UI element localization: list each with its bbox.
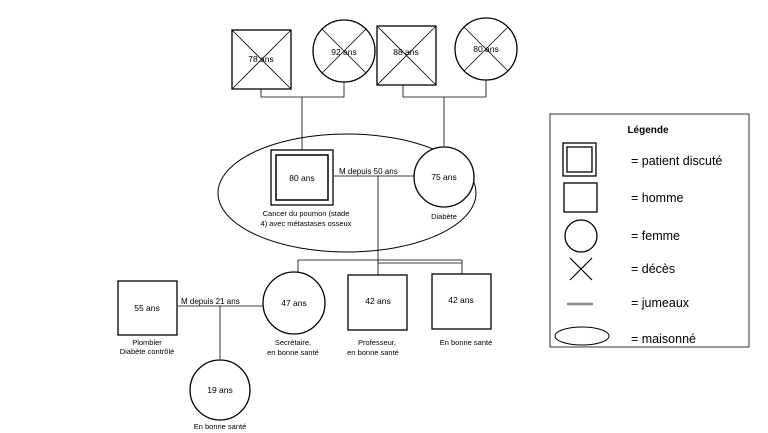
legend-deceased-icon [569, 257, 593, 281]
legend-male-icon [563, 182, 598, 213]
legend: Légende = patient discuté = homme = femm… [549, 113, 750, 348]
paternal-grandfather: 78 ans [231, 29, 292, 90]
son-in-law-symbol: 55 ans [117, 280, 178, 336]
legend-female-icon [564, 219, 598, 253]
son1-note-line1: Professeur, [358, 338, 396, 347]
daughter-age: 47 ans [281, 298, 307, 308]
paternal-grandmother-age: 92 ans [331, 47, 357, 57]
son1-note-line2: en bonne santé [347, 348, 399, 357]
legend-twins-label: = jumeaux [631, 296, 690, 310]
maternal-grandmother-age: 80 ans [473, 44, 499, 54]
paternal-grandmother: 92 ans [312, 19, 376, 83]
spouse-note: Diabète [431, 212, 457, 221]
son2-age: 42 ans [448, 295, 474, 305]
patient-age: 80 ans [289, 173, 315, 183]
maternal-grandparents-line [402, 80, 487, 98]
parents-marriage-label: M depuis 50 ans [339, 167, 398, 176]
maternal-grandfather: 88 ans [376, 25, 437, 86]
son1-symbol: 42 ans [347, 274, 408, 331]
daughter-note-line1: Secrétaire, [275, 338, 311, 347]
legend-household-label: = maisonné [631, 332, 696, 346]
spouse-age: 75 ans [431, 172, 457, 182]
son2-symbol: 42 ans [431, 273, 492, 330]
paternal-grandfather-age: 78 ans [248, 54, 274, 64]
daughter-symbol: 47 ans [262, 271, 326, 335]
son-in-law-note-line2: Diabète contrôlé [120, 347, 175, 356]
legend-title: Légende [627, 125, 669, 136]
spouse-symbol: 75 ans [413, 146, 475, 208]
patient-symbol: 80 ans [270, 149, 334, 206]
son-in-law-note-line1: Plombier [132, 338, 162, 347]
legend-household-icon [554, 326, 610, 346]
grandchild-age: 19 ans [207, 385, 233, 395]
daughter-note-line2: en bonne santé [267, 348, 319, 357]
legend-male-label: = homme [631, 191, 684, 205]
maternal-grandfather-age: 88 ans [393, 47, 419, 57]
maternal-grandmother: 80 ans [454, 17, 518, 81]
patient-note-line1: Cancer du poumon (stade [263, 209, 350, 218]
patient-note-line2: 4) avec métastases osseux [261, 219, 352, 228]
son1-age: 42 ans [365, 296, 391, 306]
daughter-marriage-label: M depuis 21 ans [181, 297, 240, 306]
household-ellipse [217, 133, 477, 253]
legend-patient-label: = patient discuté [631, 154, 722, 168]
legend-deceased-label: = décès [631, 262, 675, 276]
legend-female-label: = femme [631, 229, 680, 243]
grandchild-symbol: 19 ans [189, 359, 251, 421]
legend-patient-icon [562, 142, 597, 177]
son-in-law-age: 55 ans [134, 303, 160, 313]
son2-note: En bonne santé [440, 338, 493, 347]
grandchild-note: En bonne santé [194, 422, 247, 431]
